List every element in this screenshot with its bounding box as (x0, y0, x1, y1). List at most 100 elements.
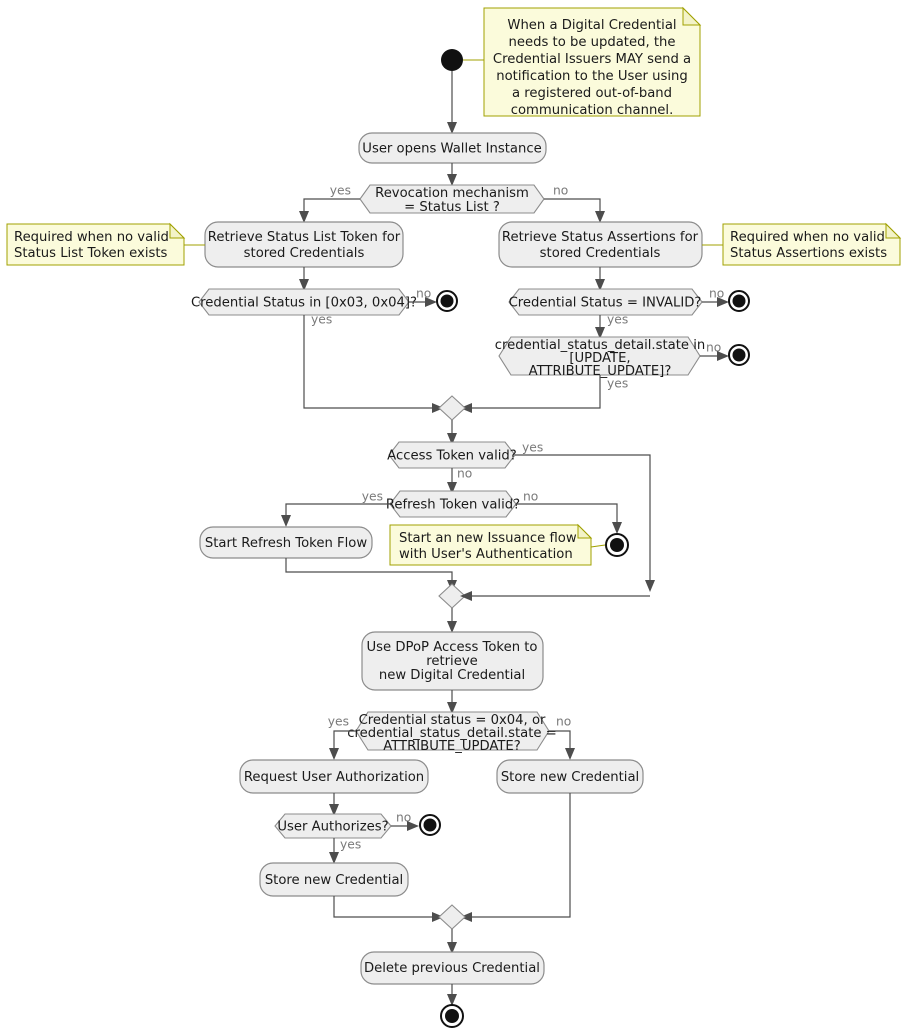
arrowhead (717, 351, 729, 361)
arrowhead (595, 327, 605, 339)
edge-refresh-token-yes (285, 503, 390, 519)
guard-user-authorizes-no: no (396, 811, 411, 825)
arrowhead (407, 821, 419, 831)
guard-credential-status-invalid-yes: yes (607, 313, 628, 327)
activity-retrieve-status-list-line2: stored Credentials (244, 246, 365, 261)
arrowhead (447, 433, 457, 445)
arrowhead (447, 122, 457, 134)
final-node-status-invalid (728, 290, 750, 312)
activity-retrieve-status-assertions-line2: stored Credentials (540, 246, 661, 261)
decision-status-detail-line2: [UPDATE, (569, 351, 630, 366)
guard-status-detail-yes: yes (607, 377, 628, 391)
guard-revocation-yes: yes (330, 184, 351, 198)
guard-status-detail-no: no (706, 341, 721, 355)
guard-user-authorizes-yes: yes (340, 838, 361, 852)
arrowhead (432, 403, 444, 413)
arrowhead (425, 297, 437, 307)
decision-status-update-line2: credential_status_detail.state = (347, 726, 557, 741)
initial-node (441, 49, 463, 71)
guard-access-token-no: no (457, 467, 472, 481)
edge-refresh-flow-to-merge (285, 558, 453, 584)
activity-store-new-credential-left: Store new Credential (259, 862, 409, 897)
note-status-list-line1: Required when no valid (14, 230, 169, 245)
guard-credential-status-list-no: no (416, 287, 431, 301)
edge-refresh-token-no (516, 503, 618, 527)
decision-refresh-token-label: Refresh Token valid? (386, 498, 520, 513)
decision-user-authorizes: User Authorizes? (274, 813, 392, 839)
final-node-end (440, 1004, 464, 1028)
arrowhead (460, 912, 472, 922)
edge-revocation-no (544, 198, 601, 215)
edge-store-left-to-merge (333, 896, 437, 918)
activity-user-opens-wallet-label: User opens Wallet Instance (362, 142, 541, 157)
decision-revocation-line2: = Status List ? (404, 200, 500, 215)
activity-store-new-credential-right: Store new Credential (496, 759, 644, 794)
note-top-line1: When a Digital Credential (507, 18, 676, 33)
activity-delete-previous-credential-label: Delete previous Credential (364, 961, 540, 976)
arrowhead (447, 994, 457, 1006)
final-node-status-list (436, 290, 458, 312)
activity-request-user-authorization: Request User Authorization (239, 759, 429, 794)
activity-request-user-authorization-label: Request User Authorization (244, 770, 424, 785)
edge-credential-status-list-yes-to-merge (303, 315, 437, 409)
edge-status-detail-yes-to-merge (467, 375, 601, 409)
note-top: When a Digital Credential needs to be up… (463, 6, 702, 118)
arrowhead (595, 279, 605, 291)
edge-status-update-no (549, 730, 571, 752)
decision-credential-status-invalid: Credential Status = INVALID? (508, 288, 703, 316)
note-status-assertions-required: Required when no valid Status Assertions… (702, 222, 902, 266)
merge-node-status-checks (438, 395, 466, 421)
final-node-user-denies (419, 814, 441, 836)
arrowhead (299, 279, 309, 291)
activity-delete-previous-credential: Delete previous Credential (360, 951, 545, 985)
note-top-line4: notification to the User using (496, 69, 688, 84)
edge-store-right-to-merge (467, 793, 571, 918)
guard-refresh-token-no: no (523, 490, 538, 504)
note-top-line6: communication channel. (511, 103, 674, 118)
note-top-line2: needs to be updated, the (509, 35, 676, 50)
activity-retrieve-status-list-token: Retrieve Status List Token for stored Cr… (204, 221, 404, 268)
decision-credential-status-list-label: Credential Status in [0x03, 0x04]? (191, 296, 417, 311)
merge-node-store-credential (438, 904, 466, 930)
activity-store-new-credential-left-label: Store new Credential (265, 873, 403, 888)
guard-credential-status-list-yes: yes (311, 313, 332, 327)
guard-status-update-yes: yes (328, 715, 349, 729)
arrowhead (329, 852, 339, 864)
arrowhead (595, 211, 605, 223)
final-node-status-detail (728, 344, 750, 366)
decision-credential-status-list: Credential Status in [0x03, 0x04]? (191, 288, 417, 316)
note-status-list-line2: Status List Token exists (14, 246, 168, 261)
activity-dpop-line3: new Digital Credential (379, 668, 525, 683)
decision-refresh-token-valid: Refresh Token valid? (386, 490, 520, 518)
decision-status-update-line1: Credential status = 0x04, or (359, 713, 546, 728)
note-new-issuance-flow: Start an new Issuance flow with User's A… (389, 523, 606, 566)
note-top-line3: Credential Issuers MAY send a (493, 52, 691, 67)
activity-dpop-line2: retrieve (426, 654, 478, 669)
decision-access-token-label: Access Token valid? (387, 449, 517, 464)
edge-access-token-yes (515, 454, 651, 584)
decision-revocation-mechanism: Revocation mechanism = Status List ? (359, 184, 545, 215)
arrowhead (281, 515, 291, 527)
decision-credential-status-invalid-label: Credential Status = INVALID? (509, 296, 702, 311)
arrowhead (447, 482, 457, 494)
activity-store-new-credential-right-label: Store new Credential (501, 770, 639, 785)
guard-revocation-no: no (553, 184, 568, 198)
guard-status-update-no: no (556, 715, 571, 729)
activity-user-opens-wallet: User opens Wallet Instance (358, 132, 547, 164)
activity-dpop-line1: Use DPoP Access Token to (367, 640, 538, 655)
arrowhead (329, 804, 339, 816)
note-issuance-line1: Start an new Issuance flow (399, 531, 577, 546)
arrowhead (447, 621, 457, 633)
activity-retrieve-status-assertions-line1: Retrieve Status Assertions for (502, 230, 699, 245)
decision-access-token-valid: Access Token valid? (387, 441, 517, 469)
arrowhead (717, 297, 729, 307)
final-node-new-issuance (605, 533, 629, 557)
activity-start-refresh-token-flow-label: Start Refresh Token Flow (205, 536, 367, 551)
guard-access-token-yes: yes (522, 441, 543, 455)
note-issuance-line2: with User's Authentication (399, 547, 573, 562)
decision-user-authorizes-label: User Authorizes? (277, 820, 388, 835)
activity-retrieve-status-assertions: Retrieve Status Assertions for stored Cr… (498, 221, 703, 268)
arrowhead (645, 580, 655, 592)
